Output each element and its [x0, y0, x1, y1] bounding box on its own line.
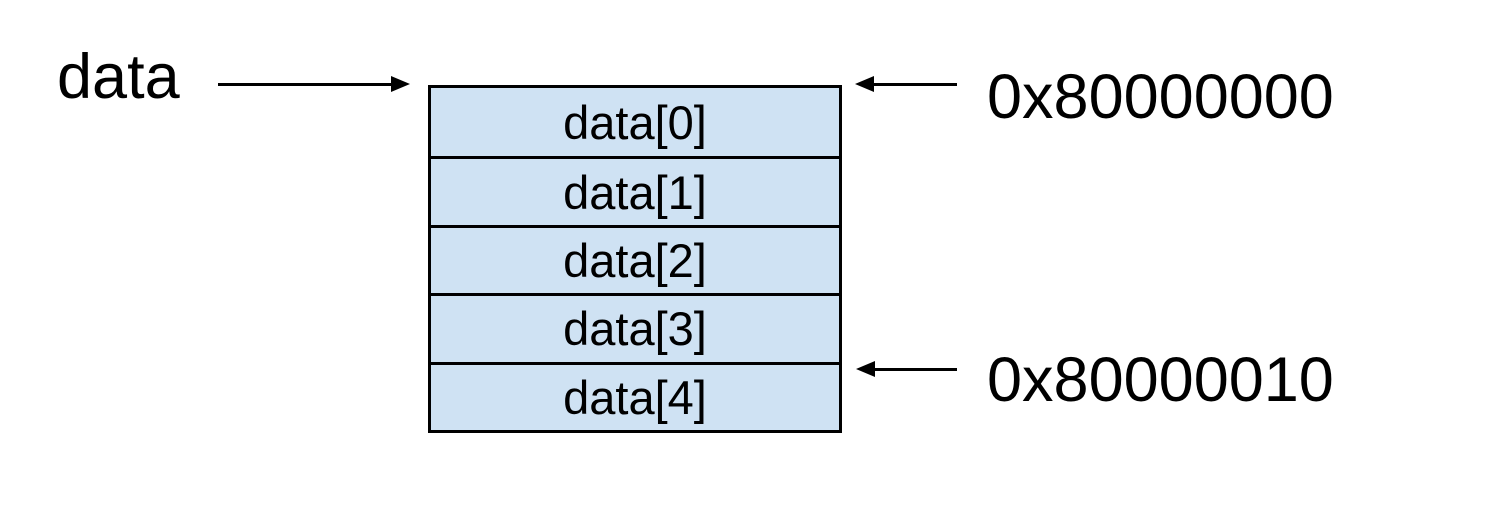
pointer-variable-label: data: [57, 42, 180, 112]
base-address-label: 0x80000000: [987, 62, 1334, 132]
array-cell-2: data[2]: [431, 224, 839, 293]
array-cell-0: data[0]: [563, 95, 707, 149]
arrowhead-right-icon: [391, 76, 410, 92]
array-cell-1: data[1]: [431, 156, 839, 224]
last-element-address-arrow: [856, 361, 957, 377]
arrow-shaft: [871, 82, 957, 86]
base-address-arrow: [855, 76, 957, 92]
arrowhead-left-icon: [856, 361, 875, 377]
arrowhead-left-icon: [855, 76, 874, 92]
arrow-shaft: [872, 367, 957, 371]
array-memory-box: data[0] data[1] data[2] data[3] data[4]: [428, 85, 842, 433]
array-cell-4: data[4]: [431, 361, 839, 430]
pointer-arrow: [218, 76, 410, 92]
array-cell-3: data[3]: [431, 293, 839, 361]
last-element-address-label: 0x80000010: [987, 345, 1334, 415]
arrow-shaft: [218, 82, 394, 86]
